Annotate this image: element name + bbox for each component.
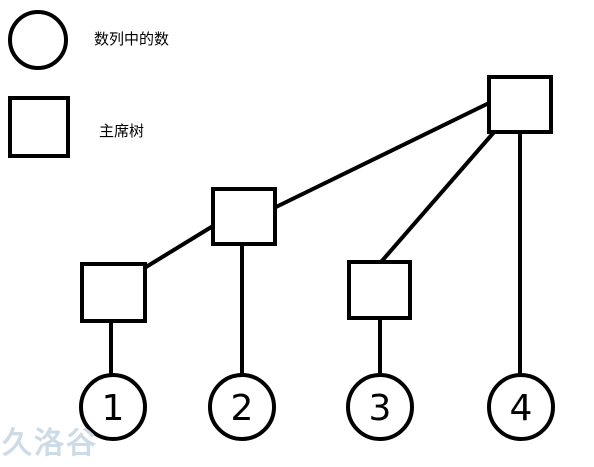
tree-node-b [211,187,277,246]
leaf-label: 3 [369,388,392,429]
legend-square-icon [8,96,70,158]
legend-circle-icon [8,10,68,70]
leaf-label: 2 [231,388,254,429]
leaf-2: 2 [208,373,276,441]
edge-node-b-to-node-a [144,224,215,269]
legend-circle-label: 数列中的数 [94,30,170,48]
leaf-3: 3 [346,373,414,441]
leaf-circle [79,373,147,441]
edge-root-to-node-d [379,129,497,264]
edge-root-to-node-b [275,101,490,209]
leaf-circle [487,373,555,441]
tree-node-d [347,260,412,320]
tree-node-root [487,75,553,134]
tree-node-a [80,262,147,323]
leaf-circle [346,373,414,441]
leaf-label: 1 [102,388,125,429]
leaf-1: 1 [79,373,147,441]
luogu-watermark: 久洛谷 [2,426,98,461]
leaf-label: 4 [510,388,533,429]
leaf-4: 4 [487,373,555,441]
legend-square-label: 主席树 [99,122,145,140]
leaf-circle [208,373,276,441]
